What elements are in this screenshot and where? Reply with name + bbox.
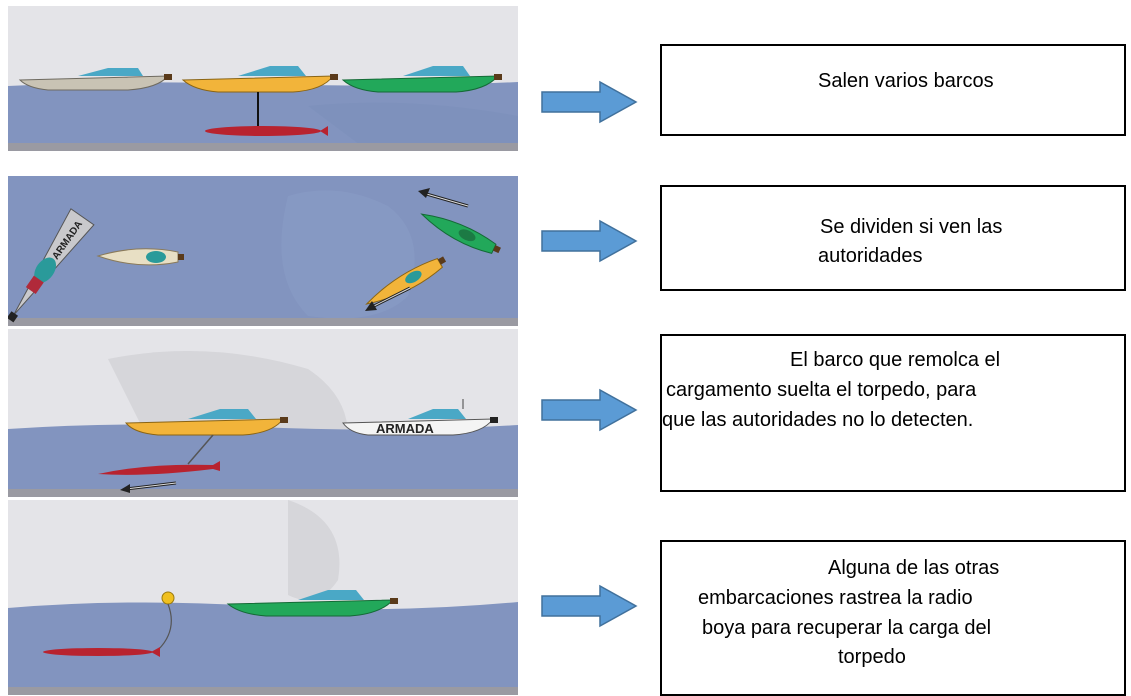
scene-3-illustration: ARMADA — [8, 329, 518, 497]
green-recovery-boat — [226, 590, 398, 617]
green-boat-fleeing — [420, 213, 501, 254]
step-4-line-3: boya para recuperar la carga del — [702, 617, 992, 639]
step-4-line-1: Alguna de las otras — [828, 557, 1000, 579]
step-1-description-box: Salen varios barcos — [660, 44, 1126, 136]
scene-panel-3: ARMADA — [8, 329, 518, 497]
released-tow-line — [187, 434, 214, 465]
radio-buoy — [161, 591, 175, 605]
torpedo — [98, 461, 220, 475]
scene-panel-4 — [8, 500, 518, 695]
step-3-description-box: El barco que remolca el cargamento suelt… — [660, 334, 1126, 492]
step-1-arrow — [541, 80, 638, 124]
scene-4-illustration — [8, 500, 518, 695]
torpedo — [43, 647, 160, 657]
scene-1-illustration — [8, 6, 518, 151]
step-3-arrow — [541, 388, 638, 432]
step-4-arrow — [541, 584, 638, 628]
cream-boat — [96, 248, 184, 266]
yellow-boat-direction-arrow — [365, 286, 411, 311]
scene-2-illustration: ARMADA — [8, 176, 518, 326]
step-3-line-2: cargamento suelta el torpedo, para — [666, 379, 977, 401]
step-2-arrow — [541, 219, 638, 263]
torpedo — [205, 126, 321, 136]
grey-boat — [18, 68, 172, 91]
step-4-line-4: torpedo — [838, 646, 906, 668]
green-boat — [341, 66, 502, 93]
step-2-line-2: autoridades — [818, 245, 923, 267]
step-4-description-box: Alguna de las otras embarcaciones rastre… — [660, 540, 1126, 696]
step-2-description-box: Se dividen si ven las autoridades — [660, 185, 1126, 291]
armada-label: ARMADA — [376, 421, 434, 436]
step-3-line-1: El barco que remolca el — [790, 349, 1001, 371]
armada-patrol-boat: ARMADA — [342, 399, 498, 436]
torpedo-direction-arrow — [120, 481, 177, 493]
step-3-line-3: que las autoridades no lo detecten. — [662, 409, 974, 431]
scene-panel-1 — [8, 6, 518, 151]
yellow-boat — [181, 66, 338, 93]
step-4-line-2: embarcaciones rastrea la radio — [698, 587, 973, 609]
scene-panel-2: ARMADA — [8, 176, 518, 326]
step-1-line-1: Salen varios barcos — [818, 70, 994, 92]
step-2-line-1: Se dividen si ven las — [820, 216, 1003, 238]
yellow-towing-boat — [124, 409, 288, 436]
green-boat-direction-arrow — [418, 188, 469, 208]
buoy-line — [157, 603, 172, 651]
